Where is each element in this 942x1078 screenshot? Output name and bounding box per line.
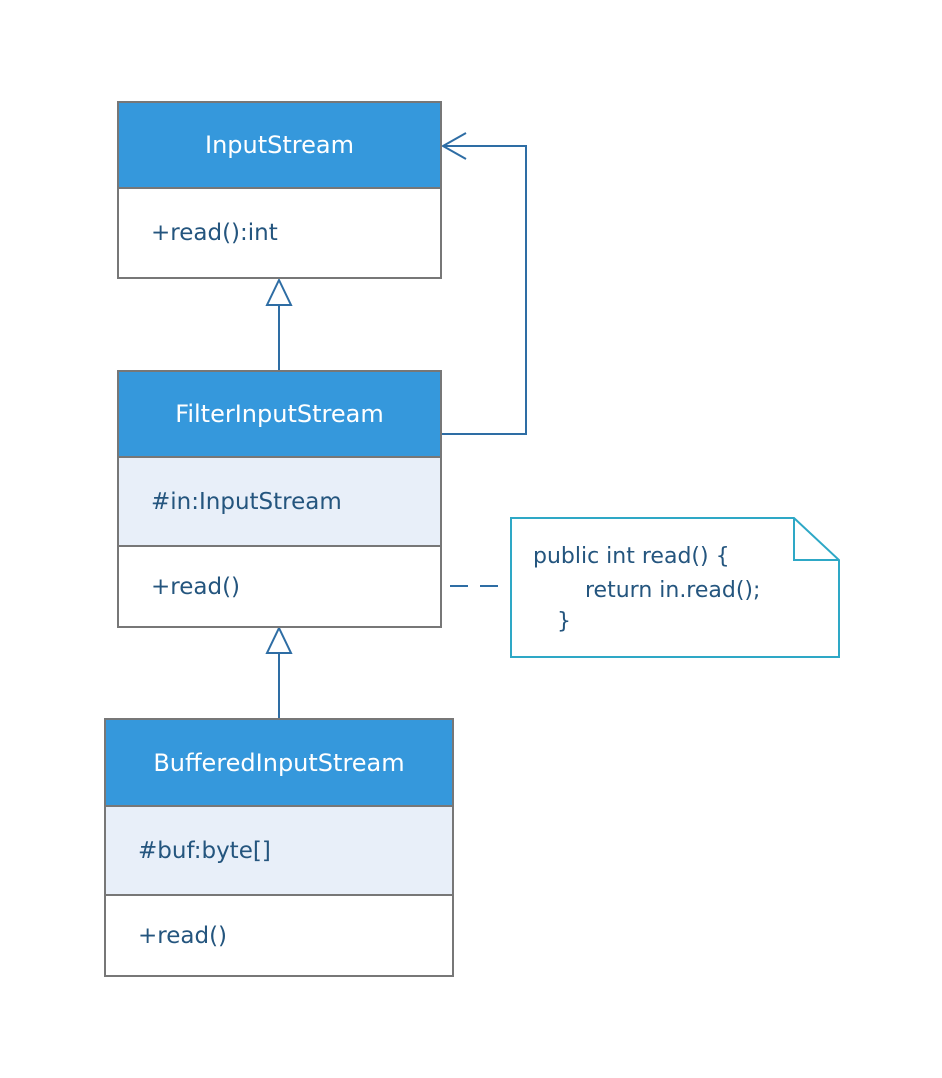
attributes-section: #buf:byte[]: [106, 807, 452, 896]
class-title: BufferedInputStream: [153, 748, 405, 777]
attribute-in: #in:InputStream: [151, 488, 342, 515]
note-line-return: return in.read();: [585, 578, 761, 603]
note-line-closing-brace: }: [557, 609, 571, 634]
class-name-input-stream: InputStream: [119, 103, 440, 189]
class-filter-input-stream[interactable]: FilterInputStream #in:InputStream +read(…: [117, 370, 442, 628]
class-title: InputStream: [205, 131, 354, 159]
note-fold-icon: [793, 518, 839, 561]
class-name-buffered-input-stream: BufferedInputStream: [106, 720, 452, 807]
operation-read: +read(): [151, 573, 243, 600]
class-buffered-input-stream[interactable]: BufferedInputStream #buf:byte[] +read(): [104, 718, 454, 977]
operations-section: +read(): [119, 547, 440, 626]
inheritance-triangle-icon: [265, 277, 293, 306]
class-title: FilterInputStream: [175, 400, 384, 428]
note-shape: [510, 517, 840, 658]
inheritance-triangle-icon: [265, 625, 293, 654]
note-line-signature: public int read() {: [533, 544, 730, 569]
class-input-stream[interactable]: InputStream +read():int: [117, 101, 442, 279]
open-arrowhead-icon: [440, 132, 467, 160]
attributes-section: #in:InputStream: [119, 458, 440, 547]
class-name-filter-input-stream: FilterInputStream: [119, 372, 440, 458]
operation-read: +read():int: [151, 220, 278, 246]
aggregation-connector: [441, 145, 527, 435]
attribute-buf: #buf:byte[]: [138, 837, 271, 864]
code-note[interactable]: public int read() { return in.read(); }: [511, 518, 840, 657]
operations-section: +read(): [106, 896, 452, 975]
operation-read: +read(): [138, 922, 228, 949]
operations-section: +read():int: [119, 189, 440, 277]
